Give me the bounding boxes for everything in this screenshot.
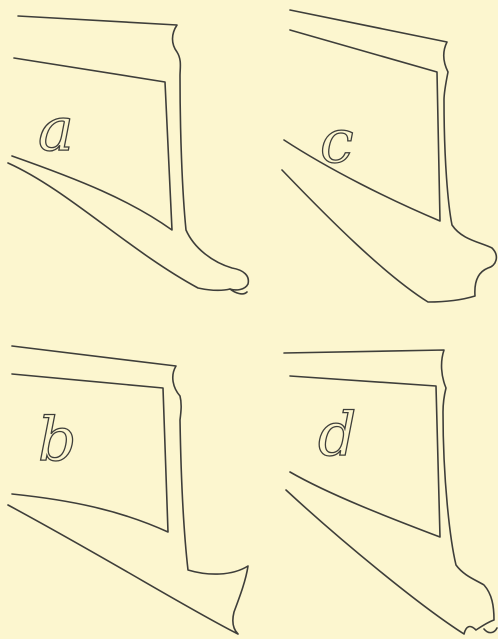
- figure-a-label: a: [38, 95, 74, 165]
- figure-d-label: d: [318, 400, 356, 470]
- figure-d-outer-outline: [284, 350, 494, 634]
- figure-c-inner-outline: [284, 30, 440, 221]
- figure-b-outer-outline: [8, 346, 248, 634]
- figure-b-inner-outline: [12, 374, 168, 532]
- figure-c: c: [282, 10, 496, 302]
- figure-c-outer-outline: [282, 10, 496, 302]
- figure-d-inner-outline: [290, 376, 440, 537]
- figure-a-inner-outline: [12, 58, 172, 230]
- figure-b: b: [8, 346, 248, 634]
- figure-b-label: b: [38, 405, 76, 475]
- figure-d-tip-notch: [484, 628, 497, 633]
- figure-a: a: [8, 16, 248, 294]
- figure-d: d: [284, 350, 497, 634]
- figure-c-label: c: [320, 107, 354, 177]
